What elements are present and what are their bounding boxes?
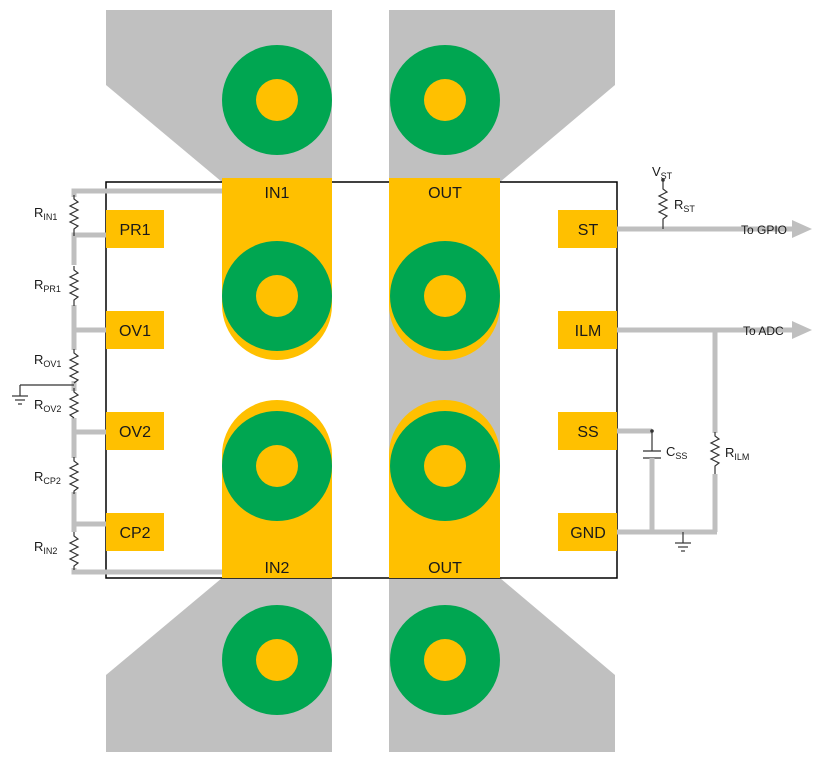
capacitor-css: [643, 450, 661, 459]
ground-right-icon: [675, 532, 691, 552]
resistor-rin2: [68, 532, 80, 570]
pad-gnd: [558, 513, 617, 551]
arrow-adc-icon: [792, 321, 812, 339]
pad-ilm: [558, 311, 617, 349]
label-ss: SS: [577, 424, 598, 441]
via-out-top-inner: [390, 241, 500, 351]
pad-cp2: [106, 513, 164, 551]
vst-node-icon: [661, 178, 665, 182]
via-in1-outer: [222, 45, 332, 155]
resistor-rilm: [709, 432, 721, 474]
pad-ov1: [106, 311, 164, 349]
resistor-rin1: [68, 195, 80, 236]
label-r-in2: RIN2: [34, 539, 57, 556]
resistor-rov2: [68, 388, 80, 419]
label-out-top: OUT: [428, 185, 462, 202]
label-ilm: ILM: [575, 323, 602, 340]
label-r-ov1: ROV1: [34, 352, 61, 369]
label-st: ST: [578, 222, 599, 239]
via-out-bottom-outer: [390, 605, 500, 715]
pad-pr1: [106, 210, 164, 248]
resistor-rpr1: [68, 266, 80, 306]
ground-left-icon: [12, 384, 74, 405]
label-v-st: VST: [652, 164, 673, 181]
pad-st: [558, 210, 617, 248]
via-in2-outer: [222, 605, 332, 715]
label-r-pr1: RPR1: [34, 277, 61, 294]
label-in2: IN2: [265, 560, 290, 577]
label-ov1: OV1: [119, 323, 151, 340]
label-ov2: OV2: [119, 424, 151, 441]
arrow-gpio-icon: [792, 220, 812, 238]
resistor-rov1: [68, 349, 80, 384]
label-r-ov2: ROV2: [34, 397, 61, 414]
label-in1: IN1: [265, 185, 290, 202]
via-out-top-outer: [390, 45, 500, 155]
pad-ss: [558, 412, 617, 450]
label-to-adc: To ADC: [743, 324, 784, 338]
via-in2-inner: [222, 411, 332, 521]
package-outline: [105, 181, 618, 579]
label-r-cp2: RCP2: [34, 469, 61, 486]
label-to-gpio: To GPIO: [741, 223, 787, 237]
via-in1-inner: [222, 241, 332, 351]
resistor-rcp2: [68, 457, 80, 494]
label-out-bottom: OUT: [428, 560, 462, 577]
label-r-st: RST: [674, 197, 695, 214]
label-gnd: GND: [570, 525, 606, 542]
label-c-ss: CSS: [666, 444, 687, 461]
label-r-ilm: RILM: [725, 445, 749, 462]
label-cp2: CP2: [119, 525, 150, 542]
resistor-rst: [657, 184, 669, 222]
via-out-bottom-inner: [390, 411, 500, 521]
pad-ov2: [106, 412, 164, 450]
label-pr1: PR1: [119, 222, 150, 239]
label-r-in1: RIN1: [34, 205, 57, 222]
